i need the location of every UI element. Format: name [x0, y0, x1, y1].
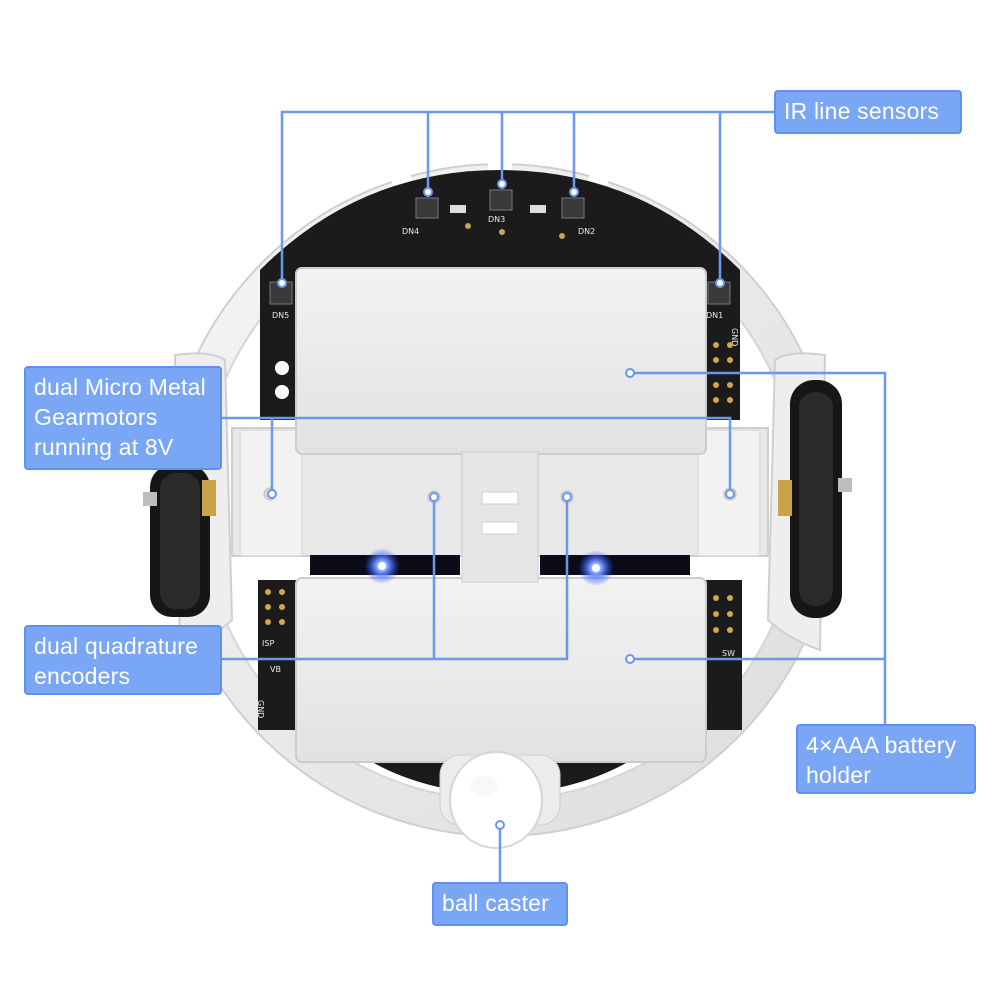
battery-holder — [295, 267, 707, 763]
label-isp: ISP — [262, 639, 274, 648]
label-dn5: DN5 — [272, 311, 289, 320]
label-sw: SW — [722, 649, 735, 658]
callout-ir-line-sensors: IR line sensors — [774, 90, 962, 134]
label-dn4: DN4 — [402, 227, 419, 236]
label-vb: VB — [270, 665, 281, 674]
blue-leds — [364, 548, 614, 586]
label-dn3: DN3 — [488, 215, 505, 224]
callout-gearmotors: dual Micro Metal Gearmotors running at 8… — [24, 366, 222, 470]
callout-quadrature-encoders: dual quadrature encoders — [24, 625, 222, 695]
label-dn1: DN1 — [706, 311, 723, 320]
header-pins — [265, 342, 733, 633]
left-wheel — [143, 465, 216, 617]
leader-lines — [222, 110, 887, 882]
label-gnd-left: GND — [256, 700, 265, 718]
label-dn2: DN2 — [578, 227, 595, 236]
callout-battery-holder: 4×AAA battery holder — [796, 724, 976, 794]
ir-sensor-array — [269, 189, 731, 305]
right-wheel — [778, 380, 852, 618]
ball-caster — [439, 751, 561, 849]
label-gnd-right: GND — [730, 328, 739, 346]
callout-ball-caster: ball caster — [432, 882, 568, 926]
leader-dots — [267, 179, 735, 830]
